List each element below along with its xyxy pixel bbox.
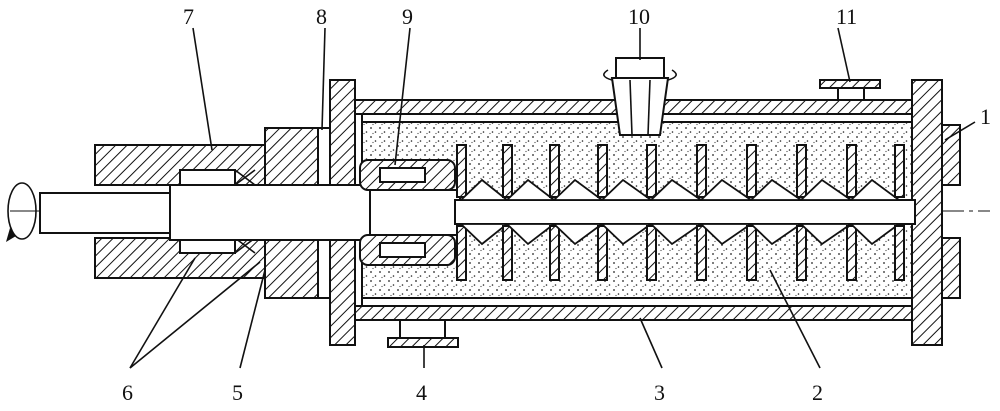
label-4: 4 (416, 380, 427, 405)
mixing-pin (456, 144, 467, 198)
label-7: 7 (183, 4, 194, 29)
label-9: 9 (402, 4, 413, 29)
mixing-pin (502, 144, 513, 198)
screw-tooth (798, 223, 854, 246)
mixing-pin (746, 144, 757, 198)
screw-tooth (551, 223, 605, 246)
mixing-pin (696, 225, 707, 281)
mixing-pin (746, 225, 757, 281)
screw-tooth (648, 223, 704, 246)
label-5: 5 (232, 380, 243, 405)
leader-lines (129, 27, 976, 369)
label-8: 8 (316, 4, 327, 29)
mixing-paddles-2 (456, 144, 905, 281)
mixing-pin (894, 225, 905, 281)
mixing-pin (846, 225, 857, 281)
mixing-pin (549, 144, 560, 198)
screw-tooth (599, 223, 654, 246)
mixing-pin (696, 144, 707, 198)
mixing-pin (646, 144, 657, 198)
screw-tooth (504, 223, 557, 246)
label-10: 10 (628, 4, 650, 29)
coupling-9 (359, 159, 456, 266)
label-11: 11 (836, 4, 857, 29)
mixing-pin (597, 225, 608, 281)
label-1: 1 (980, 104, 991, 129)
screw-tooth (698, 223, 754, 246)
screw-tooth (551, 178, 605, 201)
screw-tooth (458, 178, 510, 201)
screw-tooth (848, 223, 902, 246)
label-3: 3 (654, 380, 665, 405)
mixing-pin (846, 144, 857, 198)
mixing-pin (894, 144, 905, 198)
right-end-cover-1 (911, 79, 961, 346)
screw-tooth (798, 178, 854, 201)
mixing-pin (646, 225, 657, 281)
screw-tooth (648, 178, 704, 201)
mixing-pin (796, 225, 807, 281)
label-6: 6 (122, 380, 133, 405)
mixing-pin (597, 144, 608, 198)
rotation-arrow-icon (6, 182, 37, 242)
discharge-port-4 (387, 319, 459, 348)
mixing-pin (456, 225, 467, 281)
label-2: 2 (812, 380, 823, 405)
screw-tooth (458, 223, 510, 246)
screw-tooth (748, 223, 804, 246)
screw-tooth (848, 178, 902, 201)
screw-tooth (599, 178, 654, 201)
feed-inlet-10 (603, 57, 677, 136)
mixing-pin (549, 225, 560, 281)
mixing-pin (502, 225, 513, 281)
outlet-port-11 (819, 79, 881, 101)
screw-tooth (698, 178, 754, 201)
screw-tooth (748, 178, 804, 201)
screw-tooth (504, 178, 557, 201)
mixing-pin (796, 144, 807, 198)
